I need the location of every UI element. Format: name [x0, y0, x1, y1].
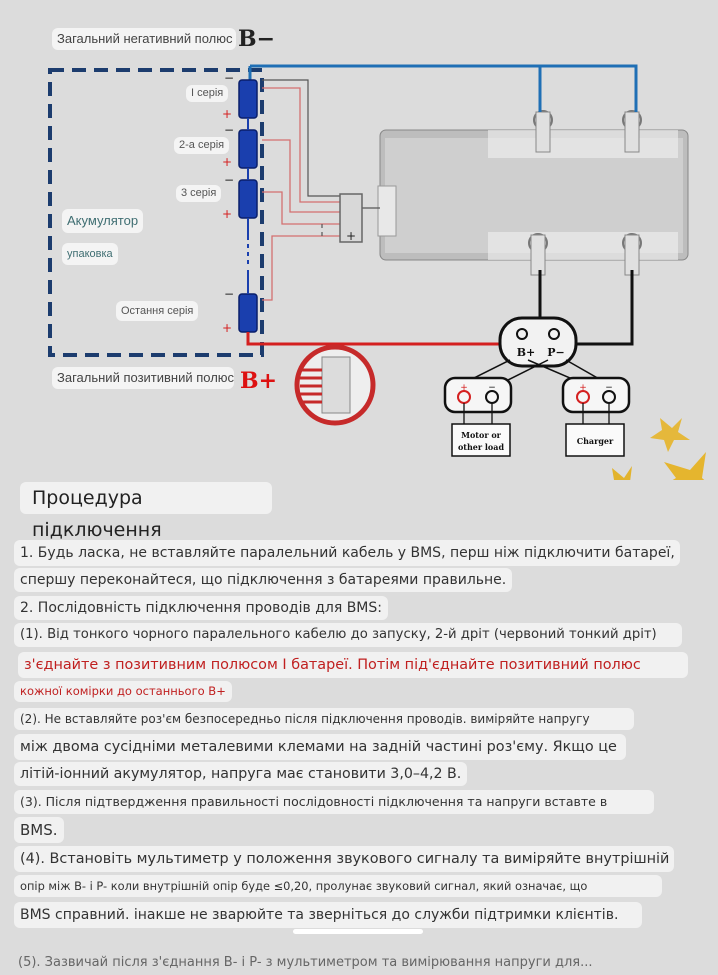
text-line-14: BMS справний. інакше не зварюйте та звер…: [14, 902, 642, 928]
svg-text:+: +: [222, 155, 232, 169]
svg-text:+: +: [460, 383, 468, 393]
battery-pack-outline: [48, 68, 264, 357]
bms-board: [377, 110, 689, 276]
svg-text:+: +: [346, 229, 356, 243]
text-line-4: (1). Від тонкого чорного паралельного ка…: [14, 623, 682, 647]
svg-text:−: −: [605, 383, 613, 393]
svg-text:Motor or: Motor or: [461, 430, 502, 440]
wiring-diagram: + B+ P− + − Motor or other load + − Char…: [48, 64, 706, 480]
battery-label: Акумулятор: [62, 209, 144, 233]
pack-label: упаковка: [62, 243, 118, 265]
series-3-label: 3 серія: [176, 185, 222, 202]
text-line-11: BMS.: [14, 817, 64, 843]
connector-zoom: [294, 344, 376, 426]
svg-text:−: −: [224, 71, 234, 85]
text-line-13: опір між B- і P- коли внутрішній опір бу…: [14, 875, 662, 897]
text-line-3: 2. Послідовність підключення проводів дл…: [14, 596, 388, 620]
neg-pole-label: Загальний негативний полюс: [52, 28, 236, 50]
text-line-8: між двома сусідніми металевими клемами н…: [14, 734, 626, 760]
battery-cells: [238, 79, 258, 346]
svg-text:+: +: [222, 321, 232, 335]
text-line-cut: (5). Зазвичай після з'єднання B- і P- з …: [18, 955, 593, 970]
charger-device: + − Charger: [561, 376, 631, 457]
svg-text:+: +: [222, 207, 232, 221]
load-device: + − Motor or other load: [443, 376, 513, 457]
balance-connector: [339, 193, 363, 243]
text-line-1: 1. Будь ласка, не вставляйте паралельний…: [14, 540, 680, 566]
svg-text:P−: P−: [547, 346, 565, 359]
svg-text:−: −: [224, 123, 234, 137]
text-line-12: (4). Встановіть мультиметр у положення з…: [14, 846, 674, 872]
text-line-5: з'єднайте з позитивним полюсом I батареї…: [18, 652, 688, 678]
scroll-indicator[interactable]: [293, 929, 423, 934]
text-line-7: (2). Не вставляйте роз'єм безпосередньо …: [14, 708, 634, 730]
svg-text:other load: other load: [458, 442, 504, 452]
sense-wires: [262, 87, 340, 301]
svg-text:+: +: [222, 107, 232, 121]
svg-text:Charger: Charger: [577, 436, 614, 446]
series-1-label: I серія: [186, 85, 229, 102]
leaf-decoration: [612, 418, 706, 480]
text-line-9: літій-іонний акумулятор, напруга має ста…: [14, 762, 468, 786]
pos-pole-label: Загальний позитивний полюс: [52, 367, 234, 389]
svg-text:B+: B+: [517, 346, 536, 359]
text-line-10: (3). Після підтвердження правильності по…: [14, 790, 654, 814]
svg-text:+: +: [579, 383, 587, 393]
svg-text:−: −: [224, 287, 234, 301]
text-line-6: кожної комірки до останнього В+: [14, 681, 232, 702]
pos-pole-symbol: B+: [240, 368, 278, 394]
neg-pole-symbol: B−: [238, 26, 276, 52]
svg-text:−: −: [488, 383, 496, 393]
section-title: Процедура підключення: [20, 482, 272, 541]
text-line-2: спершу переконайтеся, що підключення з б…: [14, 568, 513, 592]
svg-text:−: −: [224, 173, 234, 187]
series-2-label: 2-а серія: [174, 137, 230, 154]
series-last-label: Остання серія: [116, 301, 199, 321]
